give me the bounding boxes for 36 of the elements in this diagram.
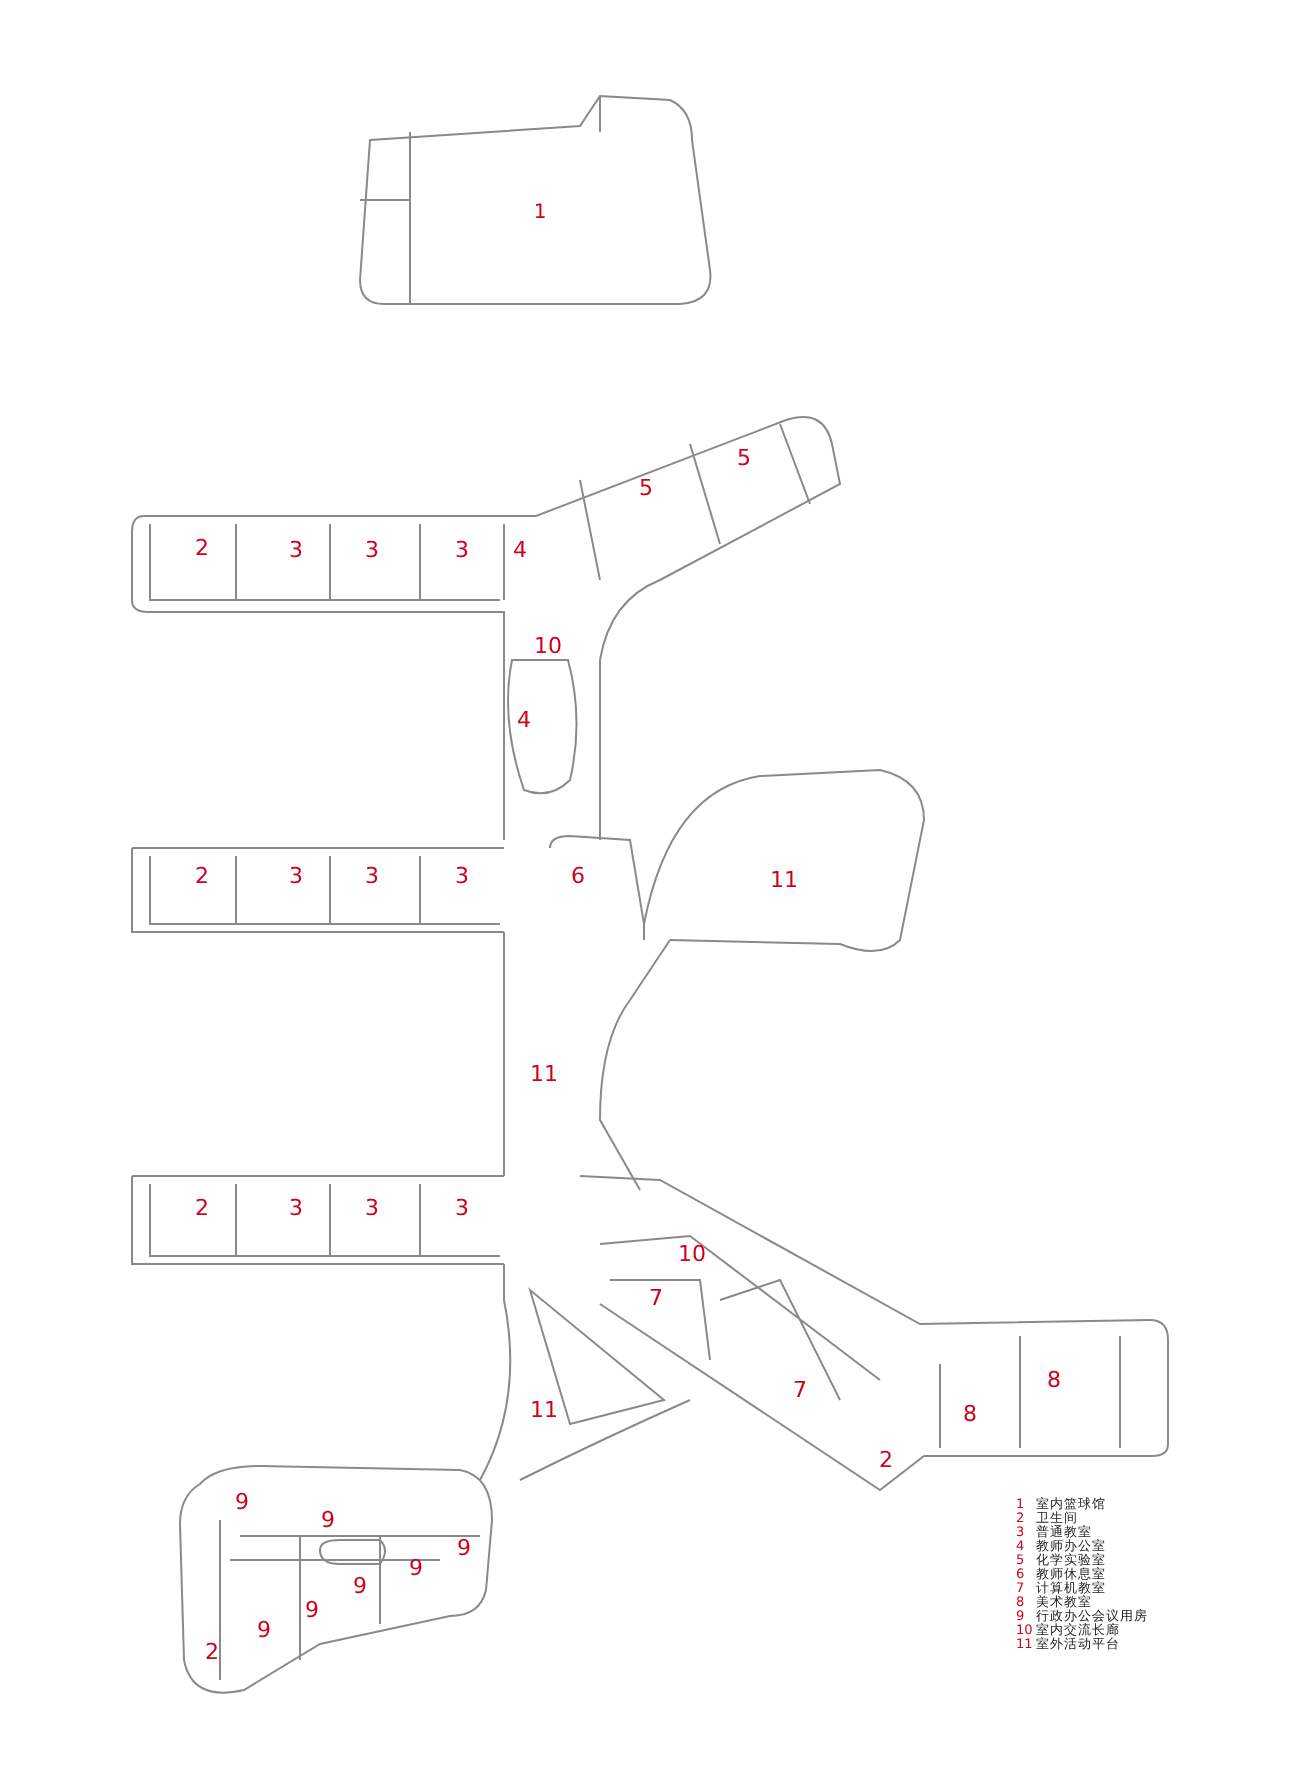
room-number: 9 xyxy=(257,1619,271,1641)
room-number: 3 xyxy=(289,865,303,887)
room-number: 10 xyxy=(678,1243,706,1265)
room-number: 3 xyxy=(289,539,303,561)
room-number: 7 xyxy=(649,1287,663,1309)
room-number: 9 xyxy=(321,1509,335,1531)
room-number: 9 xyxy=(305,1599,319,1621)
room-number: 4 xyxy=(517,709,531,731)
room-number: 5 xyxy=(639,477,653,499)
room-number: 3 xyxy=(365,1197,379,1219)
room-number: 3 xyxy=(455,865,469,887)
room-number: 3 xyxy=(455,539,469,561)
room-number: 3 xyxy=(365,865,379,887)
room-number: 11 xyxy=(530,1063,558,1085)
room-number: 1 xyxy=(533,204,547,224)
room-number: 8 xyxy=(1047,1369,1061,1391)
room-number: 4 xyxy=(513,539,527,561)
room-number: 10 xyxy=(534,635,562,657)
room-number: 8 xyxy=(963,1403,977,1425)
room-number: 2 xyxy=(195,1197,209,1219)
room-number: 2 xyxy=(205,1641,219,1663)
room-number: 11 xyxy=(770,869,798,891)
room-number: 2 xyxy=(195,537,209,559)
room-number: 3 xyxy=(365,539,379,561)
room-number: 6 xyxy=(571,865,585,887)
room-number: 9 xyxy=(409,1557,423,1579)
room-number: 11 xyxy=(530,1399,558,1421)
room-number: 9 xyxy=(457,1537,471,1559)
room-number: 2 xyxy=(879,1449,893,1471)
room-number: 9 xyxy=(235,1491,249,1513)
room-number: 3 xyxy=(455,1197,469,1219)
room-number: 5 xyxy=(737,447,751,469)
room-number: 3 xyxy=(289,1197,303,1219)
room-number: 2 xyxy=(195,865,209,887)
room-number: 7 xyxy=(793,1379,807,1401)
room-number: 9 xyxy=(353,1575,367,1597)
